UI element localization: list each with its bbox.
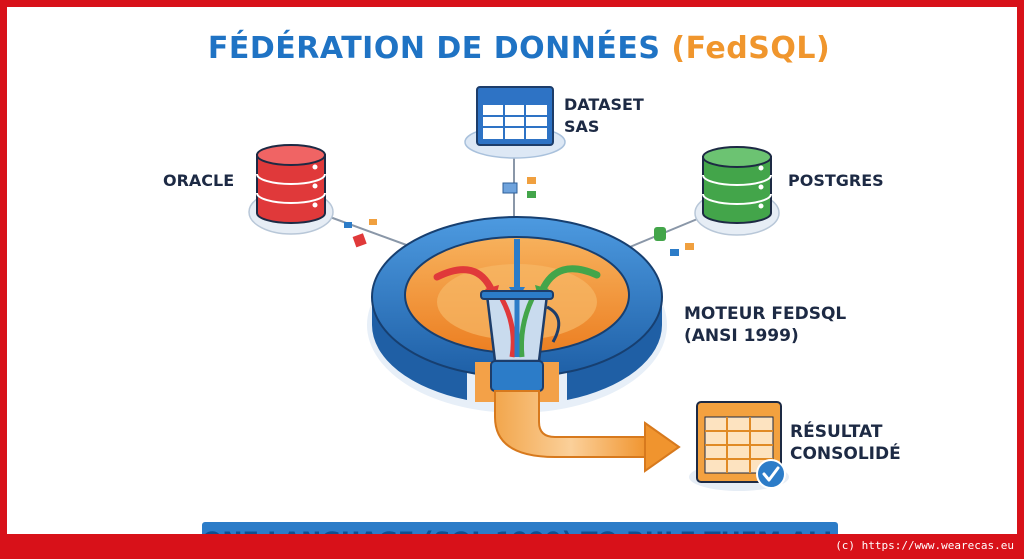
table-grid-icon — [476, 86, 554, 146]
database-cylinder-icon — [702, 146, 772, 224]
federation-diagram — [248, 86, 789, 491]
footer-bar — [0, 534, 1024, 559]
label-engine-line2: (ANSI 1999) — [684, 326, 799, 346]
postgres-node — [694, 146, 780, 236]
label-dataset-line2: SAS — [564, 117, 600, 136]
packet-icon — [527, 191, 536, 198]
title-main: FÉDÉRATION DE DONNÉES — [207, 31, 661, 66]
engine-ring-side — [372, 297, 467, 400]
label-oracle: ORACLE — [163, 170, 234, 192]
packet-icon — [685, 243, 694, 250]
output-pipe — [494, 390, 681, 473]
label-dataset-line1: DATASET — [564, 95, 644, 114]
label-result: RÉSULTAT CONSOLIDÉ — [790, 421, 901, 465]
blender-icon — [480, 290, 561, 392]
packet-icon — [502, 182, 518, 194]
label-dataset-sas: DATASET SAS — [564, 94, 644, 138]
credit-link[interactable]: (c) https://www.wearecas.eu — [835, 539, 1014, 552]
spreadsheet-check-icon — [696, 401, 786, 489]
arrow-red — [433, 266, 496, 295]
packet-icon — [654, 227, 666, 241]
label-oracle-text: ORACLE — [163, 171, 235, 190]
title-accent: (FedSQL) — [671, 31, 831, 66]
page-title: FÉDÉRATION DE DONNÉES (FedSQL) — [7, 31, 1017, 66]
result-node — [689, 401, 789, 491]
database-cylinder-icon — [256, 144, 326, 224]
label-postgres-text: POSTGRES — [788, 171, 884, 190]
packet-icon — [344, 222, 352, 228]
label-result-line2: CONSOLIDÉ — [790, 444, 901, 464]
label-engine: MOTEUR FEDSQL (ANSI 1999) — [684, 303, 846, 347]
oracle-node — [248, 144, 334, 235]
packet-icon — [352, 233, 367, 248]
connector-oracle — [318, 212, 413, 248]
label-postgres: POSTGRES — [788, 170, 884, 192]
arrow-green — [538, 265, 601, 295]
data-packets — [344, 177, 694, 256]
packet-icon — [527, 177, 536, 184]
arrow-right-icon — [644, 421, 681, 473]
packet-icon — [369, 219, 377, 225]
label-engine-line1: MOTEUR FEDSQL — [684, 304, 847, 324]
label-result-line1: RÉSULTAT — [790, 422, 883, 442]
dataset-sas-node — [464, 86, 566, 159]
packet-icon — [670, 249, 679, 256]
